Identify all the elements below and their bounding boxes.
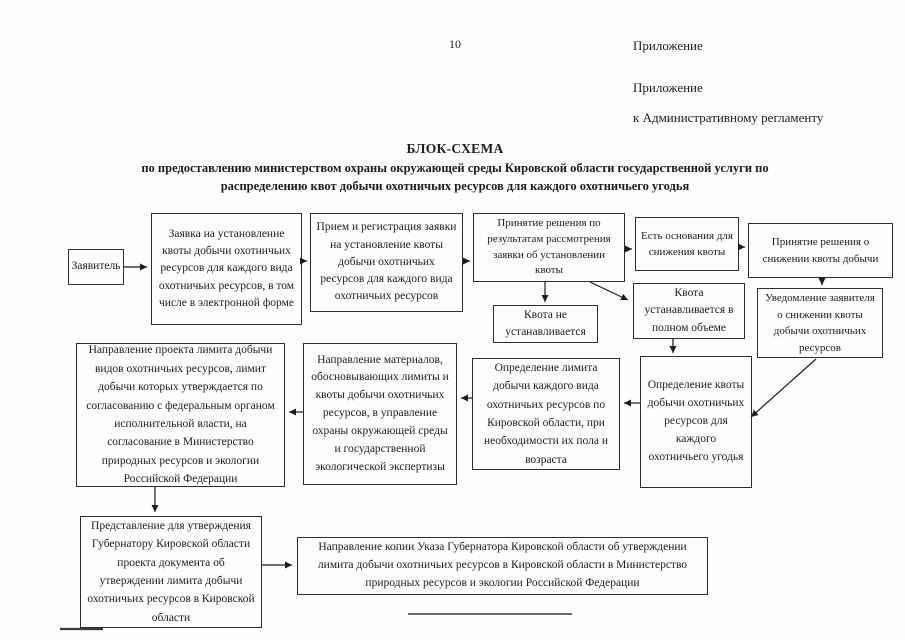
node-quota-not-set: Квота не устанавливается xyxy=(493,305,598,343)
node-application: Заявка на установление квоты добычи охот… xyxy=(151,213,302,325)
node-reception: Прием и регистрация заявки на установлен… xyxy=(310,213,463,312)
node-quota-determination: Определение квоты добычи охотничьих ресу… xyxy=(640,356,752,488)
node-materials: Направление материалов, обосновывающих л… xyxy=(303,343,457,485)
title-block: БЛОК-СХЕМА по предоставлению министерств… xyxy=(40,141,870,195)
node-decision: Принятие решения по результатам рассмотр… xyxy=(473,213,625,282)
page-number: 10 xyxy=(449,37,461,51)
arrow-decision-to-quota-full xyxy=(589,281,629,301)
subtitle-line-2: распределению квот добычи охотничьих рес… xyxy=(220,179,690,193)
node-notification: Уведомление заявителя о снижении квоты д… xyxy=(757,288,883,358)
node-applicant: Заявитель xyxy=(68,249,124,285)
node-grounds-reduction: Есть основания для снижения квоты xyxy=(635,217,739,271)
node-limit-project: Направление проекта лимита добычи видов … xyxy=(76,343,285,487)
annotation-line-2: Приложение xyxy=(633,80,703,95)
node-decision-reduction: Принятие решения о снижении квоты добычи xyxy=(748,223,893,278)
annotation-line-1: Приложение xyxy=(633,38,703,53)
subtitle-line-1: по предоставлению министерством охраны о… xyxy=(141,161,769,175)
node-quota-full: Квота устанавливается в полном объеме xyxy=(633,283,745,339)
node-governor-submission: Представление для утверждения Губернатор… xyxy=(80,516,262,628)
page-subtitle: по предоставлению министерством охраны о… xyxy=(40,159,870,195)
node-limit-determination: Определение лимита добычи каждого вида о… xyxy=(472,358,620,470)
annotation-line-3: к Административному регламенту xyxy=(633,110,824,125)
node-decree-copy: Направление копии Указа Губернатора Киро… xyxy=(297,537,708,595)
page-title: БЛОК-СХЕМА xyxy=(406,141,504,156)
arrow-notification-to-quota-determination xyxy=(750,358,817,418)
